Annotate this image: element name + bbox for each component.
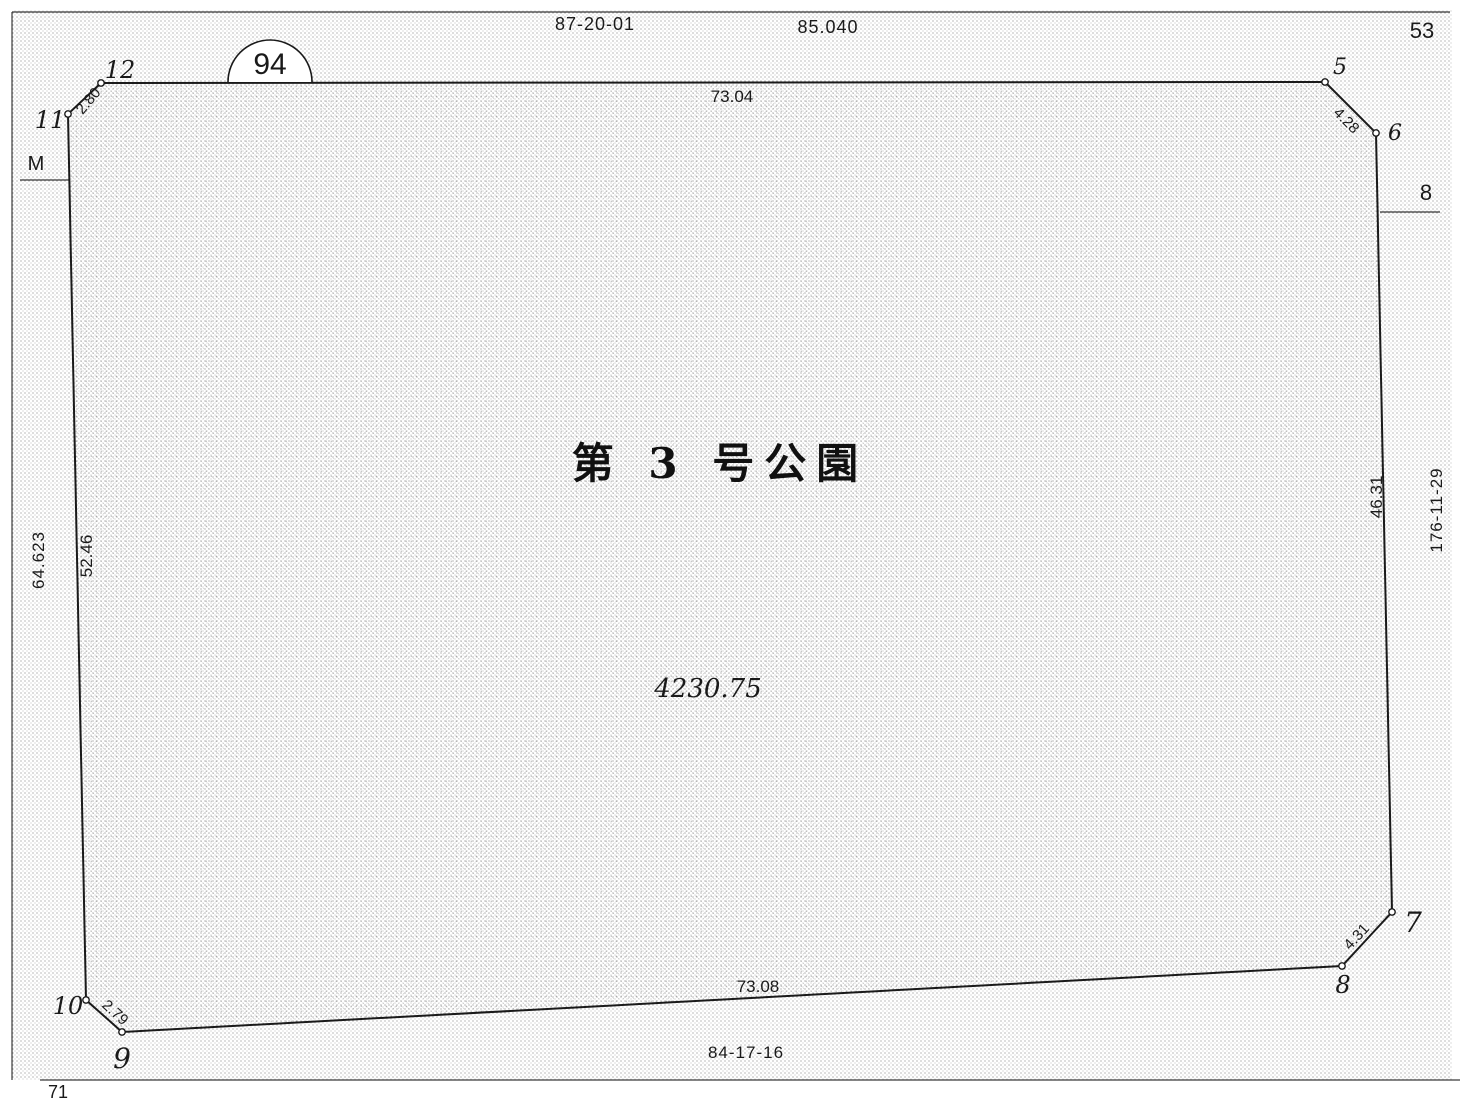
vertex-5 [1321,78,1329,86]
area-value: 4230.75 [653,674,762,704]
parcel-number: 94 [253,48,286,81]
point-label-9: 9 [113,1042,131,1075]
vertex-8 [1338,962,1346,970]
park-parcel-polygon[interactable] [66,80,1394,1034]
point-label-11: 11 [35,106,66,134]
corner-label-left: M [28,153,45,175]
parcel-number-circle [227,39,313,83]
point-label-10: 10 [53,992,84,1020]
point-label-6: 6 [1388,121,1402,146]
neighbor-boundaries [11,11,1460,1081]
vertex-12 [97,79,105,87]
vertex-7 [1388,908,1396,916]
corner-label-bottom-left: 71 [48,1082,68,1101]
vertex-10 [82,996,90,1004]
corner-label-right: 8 [1420,180,1432,205]
distance-left: 64.623 [29,531,48,589]
vertex-markers [64,78,1396,1036]
bearing-bottom: 84-17-16 [708,1043,784,1062]
edge-south: 73.08 [737,977,780,996]
vertex-6 [1372,129,1380,137]
point-label-5: 5 [1333,55,1347,80]
point-label-7: 7 [1404,906,1422,939]
point-label-12: 12 [105,56,136,84]
vertex-11 [64,110,72,118]
corner-label-top-right: 53 [1410,18,1434,43]
vertex-9 [118,1028,126,1036]
park-title: 第 3 号公園 [572,439,868,488]
distance-top: 85.040 [797,17,858,37]
point-label-8: 8 [1335,971,1350,999]
edge-west: 52.46 [77,535,96,578]
edge-north: 73.04 [711,87,754,106]
edge-east: 46.31 [1367,476,1386,519]
bearing-right: 176-11-29 [1427,467,1446,552]
bearing-top: 87-20-01 [555,14,635,34]
